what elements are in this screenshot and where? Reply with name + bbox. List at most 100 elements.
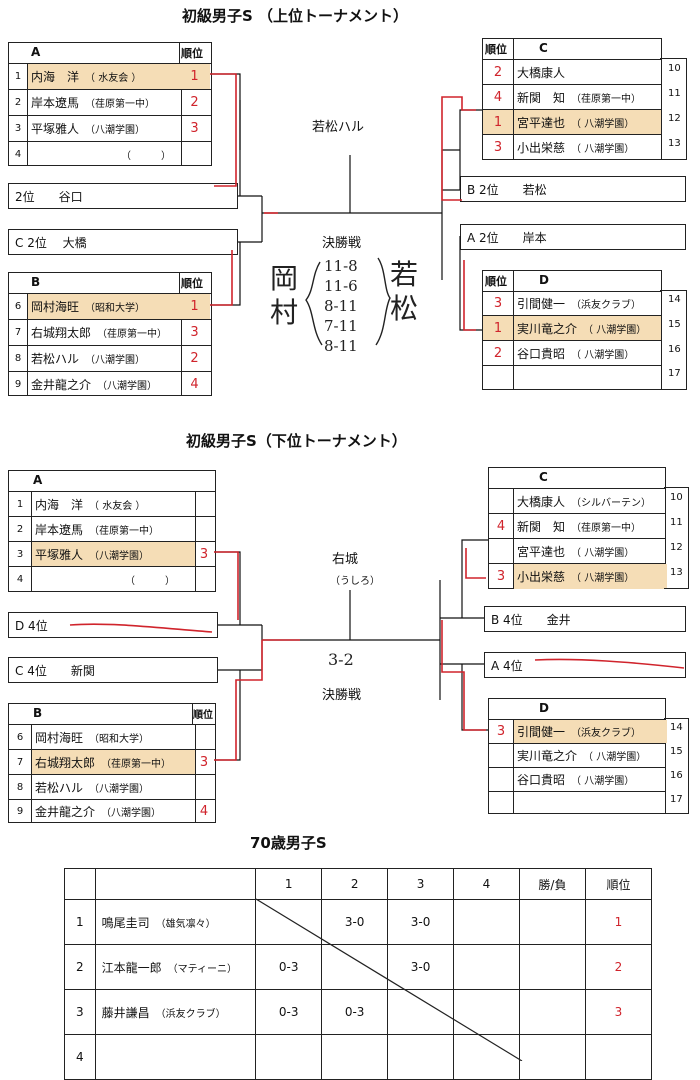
lower-title: 初級男子S（下位トーナメント） — [186, 432, 407, 450]
rank-value: 2 — [483, 341, 514, 365]
group-label: C — [539, 470, 548, 484]
rank-value: 3 — [483, 135, 514, 160]
table-row: 1 内海 洋（ 水友会 ） — [9, 491, 215, 516]
rank-value: 4 — [489, 514, 514, 538]
table-row — [489, 791, 665, 814]
group-label: A — [33, 473, 43, 487]
lower-hand-score: 3-2 — [328, 650, 354, 669]
rank-value: 1 — [179, 294, 210, 319]
table-row: 4 （ ） — [9, 141, 211, 166]
upper-group-a: A 順位 1 内海 洋（ 水友会 ） 1 2 岸本遼馬（荏原第一中） 2 3 平… — [8, 42, 212, 166]
rank-value: 1 — [179, 64, 210, 89]
rank-value: 4 — [483, 85, 514, 109]
table-row: 2 大橋康人 — [483, 59, 661, 84]
rr-title: 70歳男子S — [250, 834, 327, 852]
group-label: D — [539, 701, 549, 715]
rank-value: 3 — [190, 325, 199, 340]
upper-group-c: 順位 C 2 大橋康人 4 新関 知（荏原第一中） 1 宮平達也（ 八潮学園） … — [482, 38, 662, 160]
table-row: 6 岡村海旺（昭和大学） 1 — [9, 293, 211, 319]
rank-header: 順位 — [485, 275, 507, 288]
table-row: 4 新関 知（荏原第一中） — [483, 84, 661, 109]
hand-score-3: 8-11 — [324, 297, 358, 315]
rank-value: 3 — [199, 546, 209, 562]
table-row: 8 若松ハル（八潮学園） — [9, 774, 215, 799]
col-header: 2 — [321, 868, 389, 900]
table-row: 谷口貴昭（ 八潮学園） — [489, 767, 665, 791]
rank-value: 2 — [483, 60, 514, 84]
upper-box-right-2: A 2位 岸本 — [460, 224, 686, 250]
table-row: 1 実川竜之介（ 八潮学園） — [483, 315, 661, 340]
table-row: 2 岸本遼馬（荏原第一中） 2 — [9, 89, 211, 115]
group-label: D — [539, 273, 549, 287]
upper-group-d: 順位 D 3 引間健一（浜友クラブ） 1 実川竜之介（ 八潮学園） 2 谷口貴昭… — [482, 270, 662, 390]
table-row: 2 谷口貴昭（ 八潮学園） — [483, 340, 661, 365]
hand-name-right: 若松 — [390, 258, 419, 325]
hand-score-5: 8-11 — [324, 337, 358, 355]
table-row: 3 平塚雅人（八潮学園） 3 — [9, 541, 215, 566]
table-row: 9 金井龍之介（八潮学園） 4 — [9, 371, 211, 396]
group-label: C — [539, 41, 548, 55]
lower-group-c: C 大橋康人（シルバーテン） 4 新関 知（荏原第一中） 宮平達也（ 八潮学園）… — [488, 467, 667, 589]
upper-box-left-2: C 2位 大橋 — [8, 229, 238, 255]
lower-group-b: B 順位 6 岡村海旺（昭和大学） 7 右城翔太郎（荏原第一中） 3 8 若松ハ… — [8, 703, 216, 823]
table-row: 7 右城翔太郎（荏原第一中） 3 — [9, 319, 211, 345]
lower-group-d: D 3 引間健一（浜友クラブ） 実川竜之介（ 八潮学園） 谷口貴昭（ 八潮学園） — [488, 698, 667, 814]
lower-winner-sub: （うしろ） — [330, 576, 380, 587]
rank-value: 4 — [199, 804, 209, 819]
upper-group-b: B 順位 6 岡村海旺（昭和大学） 1 7 右城翔太郎（荏原第一中） 3 8 若… — [8, 272, 212, 396]
hand-score-2: 11-6 — [324, 277, 358, 295]
upper-box-right-1: B 2位 若松 — [460, 176, 686, 202]
rank-value: 1 — [483, 110, 514, 134]
rank-header: 順位 — [181, 47, 203, 60]
table-row: 実川竜之介（ 八潮学園） — [489, 743, 665, 767]
group-label: B — [33, 706, 43, 720]
table-row — [483, 365, 661, 390]
table-row: 3 平塚雅人（八潮学園） 3 — [9, 115, 211, 141]
lower-box-right-1: B 4位 金井 — [484, 606, 686, 632]
rank-value: 3 — [190, 121, 199, 136]
table-row: 3 小出栄慈（ 八潮学園） — [489, 563, 667, 589]
hand-score-4: 7-11 — [324, 317, 358, 335]
rank-header: 順位 — [181, 277, 203, 290]
rank-header: 順位 — [193, 710, 213, 721]
rank-value: 2 — [584, 944, 653, 990]
hand-score-1: 11-8 — [324, 257, 358, 275]
table-header-row: 1 2 3 4 勝/負 順位 — [64, 868, 653, 900]
table-row: 3 引間健一（浜友クラブ） — [483, 291, 661, 315]
rank-value: 3 — [483, 292, 514, 315]
table-row: 9 金井龍之介（八潮学園） 4 — [9, 799, 215, 823]
table-row: 4 （ ） — [9, 566, 215, 592]
upper-final-label: 決勝戦 — [322, 236, 362, 251]
table-row: 8 若松ハル（八潮学園） 2 — [9, 345, 211, 371]
group-label: A — [31, 45, 41, 59]
lower-group-a: A 1 内海 洋（ 水友会 ） 2 岸本遼馬（荏原第一中） 3 平塚雅人（八潮学… — [8, 470, 216, 592]
col-header: 順位 — [584, 868, 653, 900]
lower-box-left-2: C 4位 新関 — [8, 657, 218, 683]
table-row: 6 岡村海旺（昭和大学） — [9, 724, 215, 749]
table-row: 1 宮平達也（ 八潮学園） — [483, 109, 661, 134]
group-label: B — [31, 275, 41, 289]
hand-name-left: 岡村 — [270, 262, 299, 329]
upper-title: 初級男子S （上位トーナメント） — [182, 7, 409, 25]
rank-value: 1 — [483, 316, 514, 340]
table-row: 4 新関 知（荏原第一中） — [489, 513, 665, 538]
table-row: 2 岸本遼馬（荏原第一中） — [9, 516, 215, 541]
table-row: 1 内海 洋（ 水友会 ） 1 — [9, 63, 211, 89]
lower-final-label: 決勝戦 — [322, 688, 362, 703]
table-row: 3 引間健一（浜友クラブ） — [489, 719, 667, 743]
table-row: 宮平達也（ 八潮学園） — [489, 538, 665, 563]
rank-value: 3 — [489, 720, 514, 743]
rank-value: 3 — [199, 754, 209, 770]
table-row: 大橋康人（シルバーテン） — [489, 488, 665, 513]
upper-box-left-1: 2位 谷口 — [8, 183, 238, 209]
rank-value: 4 — [190, 376, 199, 392]
rank-value: 2 — [190, 351, 199, 366]
rank-value: 3 — [489, 564, 514, 589]
rank-value: 2 — [190, 95, 199, 110]
table-row: 3 小出栄慈（ 八潮学園） — [483, 134, 661, 160]
